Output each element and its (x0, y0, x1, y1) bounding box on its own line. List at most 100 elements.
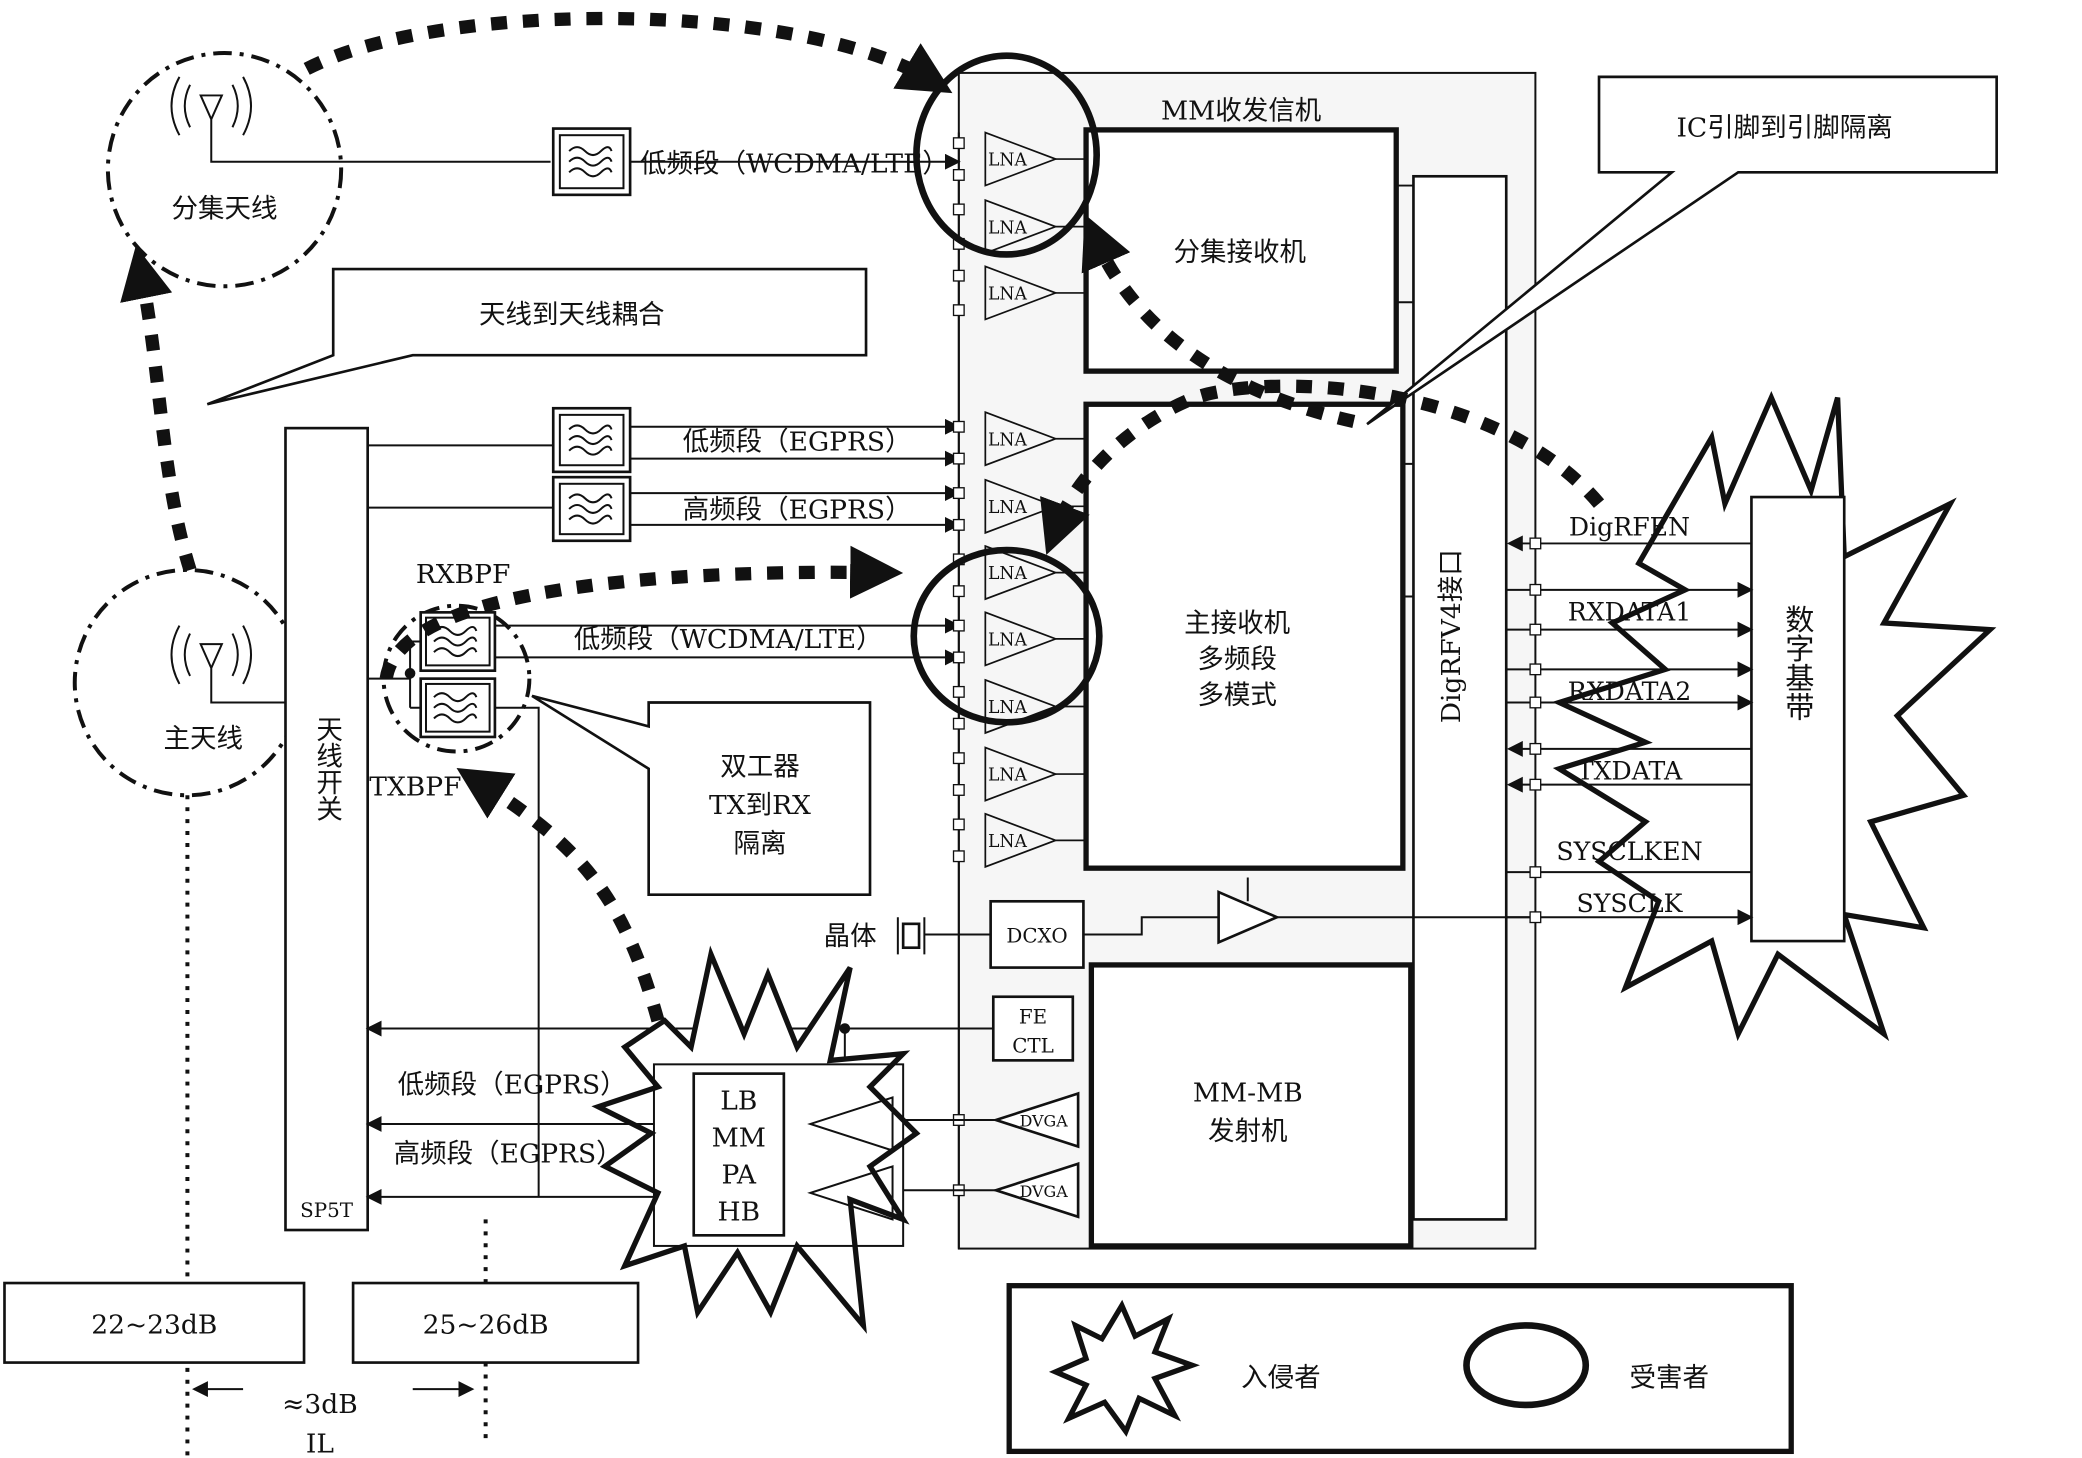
lna: LNA (984, 544, 1087, 601)
callout-ic-isolation: IC引脚到引脚隔离 (1366, 75, 1998, 426)
svg-text:隔离: 隔离 (734, 828, 787, 859)
lna: LNA (984, 746, 1087, 802)
aggressor-icon (1048, 1299, 1200, 1437)
pin (1529, 663, 1542, 676)
svg-text:LNA: LNA (988, 285, 1028, 305)
svg-text:多频段: 多频段 (1197, 644, 1277, 675)
svg-text:天线开关: 天线开关 (311, 716, 342, 822)
main-antenna: 主天线 (72, 567, 303, 798)
pin (1529, 537, 1542, 550)
diversity-antenna: 分集天线 (105, 51, 551, 289)
diversity-receiver: 分集接收机 (1083, 127, 1399, 374)
svg-text:LNA: LNA (988, 564, 1028, 584)
svg-text:MM-MB: MM-MB (1193, 1077, 1303, 1108)
crystal-label: 晶体 (824, 921, 877, 952)
lna: LNA (984, 265, 1087, 321)
signal-label: SYSCLKEN (1556, 837, 1702, 866)
svg-text:≈3dB: ≈3dB (282, 1389, 358, 1420)
pin (1529, 911, 1542, 924)
lna: LNA (984, 812, 1087, 869)
filter-div-low: 低频段（WCDMA/LTE） (551, 127, 961, 197)
svg-text:IC引脚到引脚隔离: IC引脚到引脚隔离 (1676, 113, 1892, 144)
svg-text:双工器: 双工器 (720, 751, 800, 782)
svg-text:CTL: CTL (1012, 1034, 1054, 1057)
pin (952, 304, 965, 317)
signal-label: RXDATA2 (1568, 677, 1691, 706)
svg-text:DigRFV4接口: DigRFV4接口 (1436, 549, 1467, 723)
svg-text:TXBPF: TXBPF (369, 771, 461, 802)
pa-module: LB MM PA HB 低频段（EGPRS） 高频段（EGPRS） (365, 1063, 905, 1247)
pin (1529, 866, 1542, 879)
svg-text:主接收机: 主接收机 (1184, 608, 1290, 639)
pin (952, 818, 965, 831)
svg-text:PA: PA (722, 1160, 757, 1191)
svg-text:RXBPF: RXBPF (416, 559, 511, 590)
antenna-switch: 天线开关 SP5T (284, 426, 369, 1232)
antenna-icon (199, 643, 286, 704)
svg-text:FE: FE (1019, 1005, 1047, 1028)
victim-circle-div-lna (913, 52, 1100, 258)
digital-baseband: 数字基带 (1750, 495, 1846, 943)
callout-antenna-coupling: 天线到天线耦合 (206, 267, 868, 406)
antenna-icon (199, 94, 551, 163)
pin (1529, 778, 1542, 791)
svg-text:天线到天线耦合: 天线到天线耦合 (479, 299, 665, 330)
pin (1529, 742, 1542, 755)
svg-text:发射机: 发射机 (1208, 1116, 1288, 1147)
svg-text:LNA: LNA (988, 832, 1028, 852)
pin (952, 137, 965, 150)
svg-text:LNA: LNA (988, 766, 1028, 786)
svg-text:分集天线: 分集天线 (172, 193, 278, 224)
pin (952, 452, 965, 465)
svg-text:低频段（WCDMA/LTE）: 低频段（WCDMA/LTE） (640, 148, 949, 179)
victim-icon (1463, 1322, 1590, 1409)
svg-text:SP5T: SP5T (300, 1199, 354, 1222)
signal-label: TXDATA (1577, 756, 1683, 785)
svg-text:高频段（EGPRS）: 高频段（EGPRS） (394, 1138, 623, 1169)
svg-text:MM: MM (712, 1123, 766, 1154)
svg-text:25~26dB: 25~26dB (423, 1309, 549, 1340)
pin (952, 585, 965, 598)
svg-text:LNA: LNA (988, 498, 1028, 518)
callout-duplexer: 双工器 TX到RX 隔离 (531, 694, 872, 897)
fe-ctl: FE CTL (365, 995, 1075, 1065)
pin (952, 269, 965, 282)
svg-text:TX到RX: TX到RX (709, 790, 811, 821)
signal-label: SYSCLK (1577, 889, 1684, 918)
svg-text:分集接收机: 分集接收机 (1174, 237, 1307, 268)
svg-text:LNA: LNA (988, 430, 1028, 450)
transmitter: MM-MB 发射机 (1088, 962, 1414, 1249)
svg-text:LNA: LNA (988, 630, 1028, 650)
main-receiver: 主接收机 多频段 多模式 (1083, 401, 1406, 871)
pin (952, 420, 965, 433)
signal-label: DigRFEN (1569, 512, 1690, 541)
svg-text:DVGA: DVGA (1020, 1182, 1069, 1201)
svg-text:HB: HB (717, 1197, 760, 1228)
pin (952, 850, 965, 863)
lna: LNA (984, 611, 1087, 667)
svg-text:主天线: 主天线 (164, 724, 244, 755)
svg-text:入侵者: 入侵者 (1241, 1362, 1321, 1393)
crystal-icon (896, 917, 991, 955)
duplexer: RXBPF TXBPF 低频段（WCDMA/LTE） (367, 559, 961, 1197)
signal-label: RXDATA1 (1568, 597, 1691, 626)
lna: LNA (984, 410, 1087, 467)
svg-text:多模式: 多模式 (1197, 680, 1277, 711)
transceiver-title: MM收发信机 (1161, 95, 1321, 126)
filter-egprs-low: 低频段（EGPRS） (551, 406, 961, 474)
buffer-icon (1217, 890, 1281, 945)
pin (952, 752, 965, 765)
victim-circle-main-lna (910, 546, 1103, 726)
pin (952, 651, 965, 664)
svg-text:受害者: 受害者 (1630, 1362, 1710, 1393)
svg-text:LNA: LNA (988, 218, 1028, 238)
svg-text:低频段（EGPRS）: 低频段（EGPRS） (683, 427, 912, 458)
pin (952, 619, 965, 632)
svg-text:低频段（WCDMA/LTE）: 低频段（WCDMA/LTE） (574, 624, 883, 655)
svg-text:数字基带: 数字基带 (1781, 604, 1815, 721)
svg-text:低频段（EGPRS）: 低频段（EGPRS） (398, 1069, 627, 1100)
pin (1529, 583, 1542, 596)
pin (952, 487, 965, 500)
